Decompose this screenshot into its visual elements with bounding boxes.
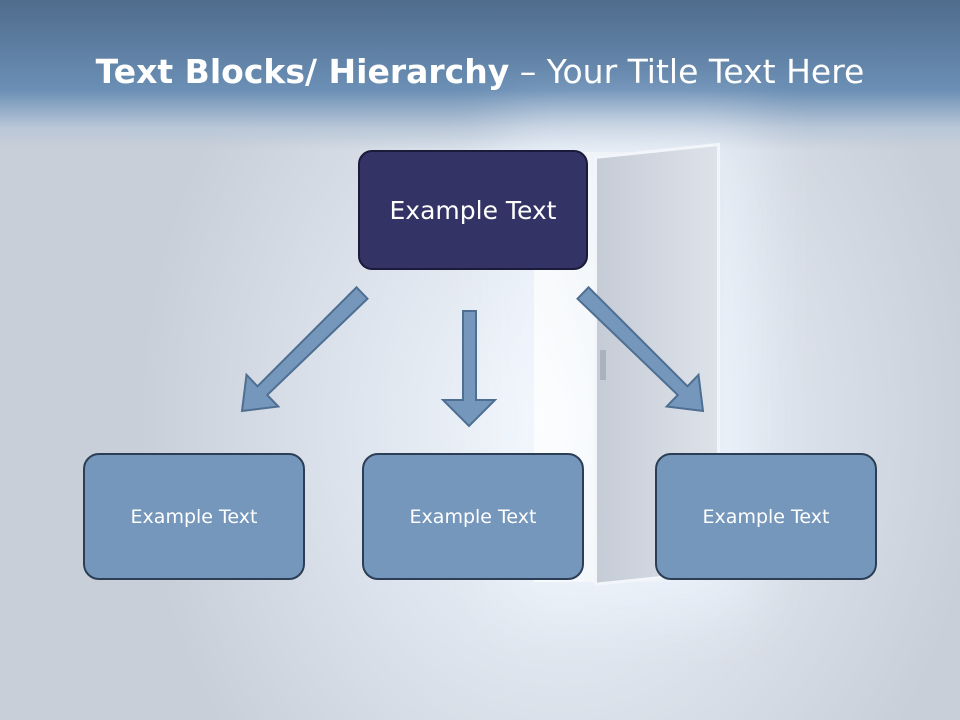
slide-title-dash: – xyxy=(519,52,537,91)
child-box-right: Example Text xyxy=(655,453,877,580)
child-box-right-label: Example Text xyxy=(702,505,830,528)
door-handle xyxy=(600,350,606,380)
slide-title-bold: Text Blocks/ Hierarchy xyxy=(95,52,510,91)
child-box-middle-label: Example Text xyxy=(409,505,537,528)
slide-title-rest: Your Title Text Here xyxy=(546,52,865,91)
child-box-left: Example Text xyxy=(83,453,305,580)
top-level-box-label: Example Text xyxy=(389,195,557,225)
child-box-middle: Example Text xyxy=(362,453,584,580)
arrow-down-right xyxy=(576,285,705,413)
arrow-down xyxy=(440,310,498,428)
title-band xyxy=(0,0,960,150)
arrow-down-left xyxy=(240,285,369,413)
top-level-box: Example Text xyxy=(358,150,588,270)
slide-title: Text Blocks/ Hierarchy – Your Title Text… xyxy=(0,52,960,91)
child-box-left-label: Example Text xyxy=(130,505,258,528)
